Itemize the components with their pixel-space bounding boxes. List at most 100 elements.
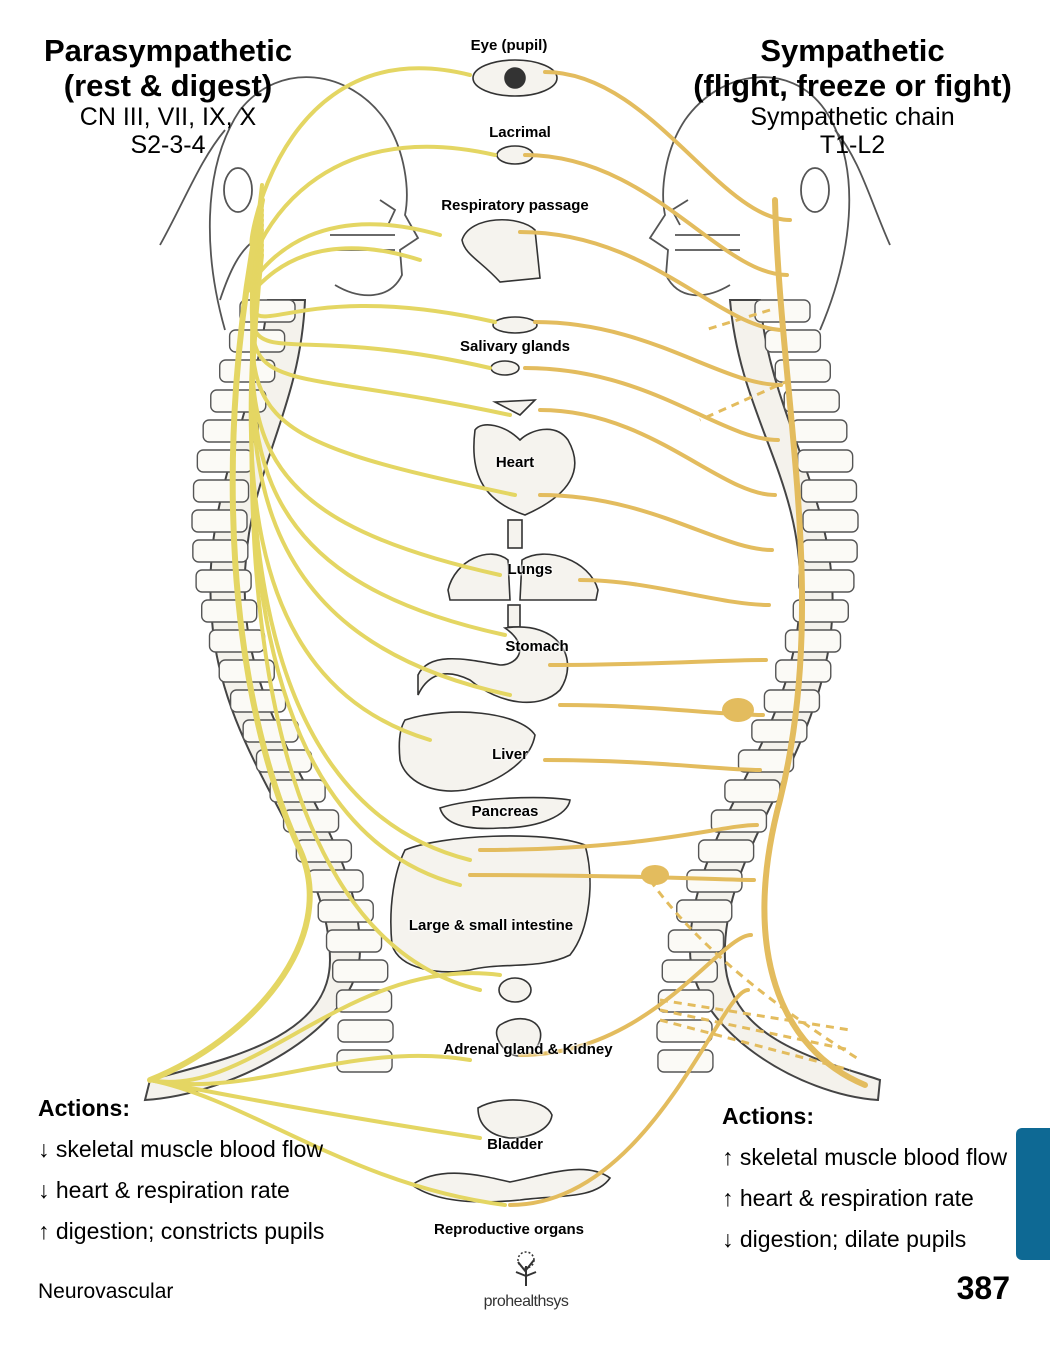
chapter-tab xyxy=(1016,1128,1050,1260)
parasympathetic-nerve xyxy=(249,208,492,370)
sympathetic-actions: Actions: ↑ skeletal muscle blood flow ↑ … xyxy=(722,1096,1007,1260)
vertebra xyxy=(784,629,842,653)
vertebra xyxy=(239,299,296,323)
tree-icon xyxy=(515,1251,537,1286)
organ-label-intestine: Large & small intestine xyxy=(408,917,574,934)
liver-sketch xyxy=(398,711,536,792)
vertebra xyxy=(317,899,374,923)
sympathetic-dashed-nerves xyxy=(648,308,861,1072)
vertebra xyxy=(802,509,859,533)
sympathetic-header: Sympathetic (flight, freeze or fight) Sy… xyxy=(680,33,1025,160)
parasympathetic-subtitle-line2: S2-3-4 xyxy=(130,131,206,160)
vertebra xyxy=(775,659,832,683)
vertebra xyxy=(800,479,858,503)
left-skull-outline xyxy=(159,76,420,331)
bladder-sketch xyxy=(477,1099,553,1139)
organ-label-pancreas: Pancreas xyxy=(471,803,539,820)
intestine-sketch xyxy=(390,835,591,973)
page-number: 387 xyxy=(956,1270,1010,1306)
pancreas-sketch xyxy=(439,796,571,830)
vertebra xyxy=(764,329,822,353)
parasympathetic-action-item: ↓ heart & respiration rate xyxy=(38,1177,290,1203)
vertebra xyxy=(796,449,854,473)
vertebra xyxy=(201,599,258,623)
organ-label-lungs: Lungs xyxy=(507,561,553,578)
sympathetic-action-item: ↓ digestion; dilate pupils xyxy=(722,1226,967,1252)
vertebra xyxy=(195,569,252,593)
sympathetic-nerve xyxy=(538,408,777,497)
sympathetic-nerve xyxy=(578,578,771,607)
parasympathetic-nerve xyxy=(249,253,482,992)
sympathetic-nerve xyxy=(518,933,753,1057)
parasympathetic-nerve xyxy=(148,1078,482,1140)
vertebra xyxy=(792,599,849,623)
vertebra xyxy=(801,539,858,563)
sympathetic-nerve xyxy=(543,70,792,222)
vertebra xyxy=(191,509,248,533)
vertebra xyxy=(737,749,795,773)
vertebra xyxy=(332,959,389,983)
sympathetic-action-item: ↑ heart & respiration rate xyxy=(722,1185,974,1211)
vagus-nerve-trunk xyxy=(147,197,313,1083)
sympathetic-ganglia xyxy=(641,698,754,885)
organ-label-heart: Heart xyxy=(495,454,535,471)
sympathetic-subtitle-line1: Sympathetic chain xyxy=(750,103,955,132)
vertebra xyxy=(798,569,855,593)
vertebra xyxy=(791,419,848,443)
vertebra xyxy=(325,929,383,953)
parasympathetic-nerve xyxy=(249,223,502,577)
vertebra xyxy=(763,689,821,713)
brand-name: prohealthsys xyxy=(483,1293,569,1310)
vertebra xyxy=(208,629,266,653)
sympathetic-nerve xyxy=(478,823,759,852)
sympathetic-nerve xyxy=(538,493,774,552)
parasympathetic-action-item: ↑ digestion; constricts pupils xyxy=(38,1218,325,1244)
brand-logo: prohealthsys xyxy=(478,1248,574,1311)
organ-sketches xyxy=(390,59,612,1203)
vertebra xyxy=(724,779,781,803)
vertebra xyxy=(242,719,299,743)
lungs-sketch xyxy=(447,553,599,601)
sympathetic-nerve xyxy=(543,758,762,772)
sympathetic-nerve xyxy=(548,658,768,667)
parasympathetic-subtitle-line1: CN III, VII, IX, X xyxy=(79,103,257,132)
parasympathetic-actions: Actions: ↓ skeletal muscle blood flow ↓ … xyxy=(38,1088,324,1252)
sympathetic-actions-title: Actions: xyxy=(722,1103,814,1129)
parasympathetic-action-item: ↓ skeletal muscle blood flow xyxy=(38,1136,324,1162)
organ-label-eye: Eye (pupil) xyxy=(470,37,548,54)
vertebra xyxy=(783,389,840,413)
sympathetic-nerve xyxy=(523,366,780,442)
sympathetic-nerve xyxy=(523,153,789,277)
sympathetic-nerve xyxy=(533,320,783,387)
organ-label-adrenal-kidney: Adrenal gland & Kidney xyxy=(443,1041,613,1058)
parasympathetic-title-line1: Parasympathetic xyxy=(43,33,293,68)
parasympathetic-nerve xyxy=(148,1078,507,1207)
parasympathetic-header: Parasympathetic (rest & digest) CN III, … xyxy=(18,33,318,160)
sympathetic-title-line2: (flight, freeze or fight) xyxy=(693,67,1012,103)
parasympathetic-nerves xyxy=(147,66,517,1207)
sympathetic-nerve xyxy=(508,988,750,1207)
parasympathetic-nerve xyxy=(248,198,422,294)
vertebra xyxy=(196,449,254,473)
organ-label-stomach: Stomach xyxy=(505,638,569,655)
parasympathetic-nerve xyxy=(148,971,502,1084)
organ-label-lacrimal: Lacrimal xyxy=(489,124,551,141)
sympathetic-subtitle-line2: T1-L2 xyxy=(819,131,886,160)
parasympathetic-nerve xyxy=(148,1053,472,1087)
vertebra xyxy=(697,839,755,863)
salivary-sketch xyxy=(492,316,538,334)
sympathetic-title-line1: Sympathetic xyxy=(760,33,945,68)
organ-label-reproductive: Reproductive organs xyxy=(433,1221,585,1238)
vertebra xyxy=(337,1019,394,1043)
respiratory-sketch xyxy=(461,219,541,283)
organ-label-bladder: Bladder xyxy=(487,1136,543,1153)
vertebra xyxy=(676,899,733,923)
vertebra xyxy=(657,1049,714,1073)
sympathetic-action-item: ↑ skeletal muscle blood flow xyxy=(722,1144,1008,1170)
vertebra xyxy=(192,479,250,503)
parasympathetic-actions-title: Actions: xyxy=(38,1095,130,1121)
organ-label-salivary-glands: Salivary glands xyxy=(459,338,571,355)
vertebra xyxy=(192,539,249,563)
sympathetic-nerve xyxy=(518,230,786,332)
section-label: Neurovascular xyxy=(38,1280,174,1303)
